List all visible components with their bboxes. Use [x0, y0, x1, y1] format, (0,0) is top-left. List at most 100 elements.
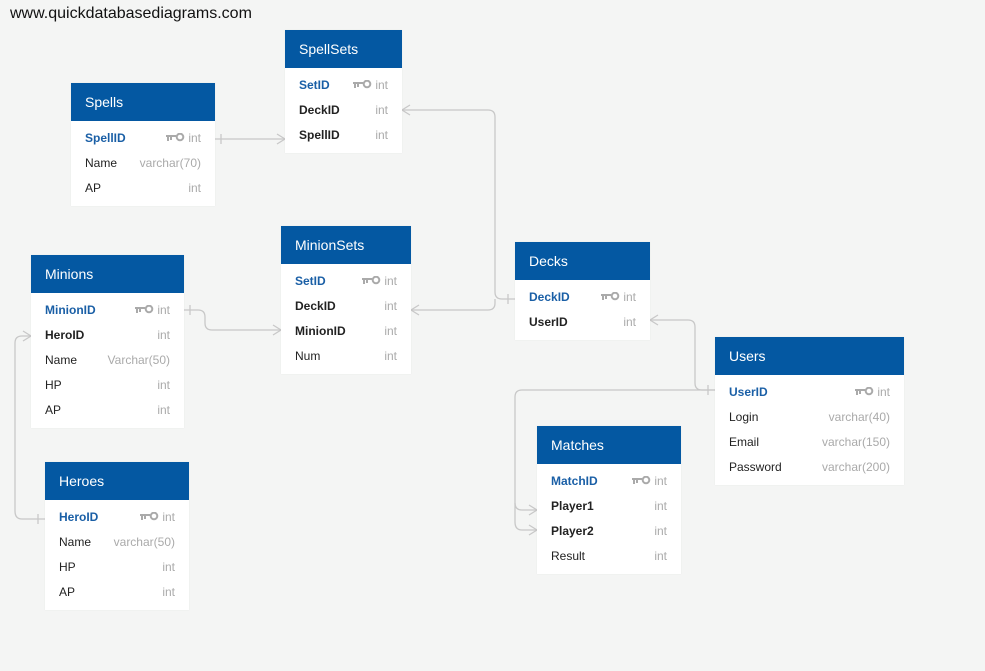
field-row[interactable]: Password varchar(200) [715, 455, 904, 480]
field-type: varchar(40) [828, 410, 890, 424]
field-name: SpellID [299, 128, 340, 142]
field-type: int [162, 585, 175, 599]
field-type: varchar(50) [113, 535, 175, 549]
table-title: SpellSets [285, 30, 402, 68]
field-row[interactable]: Player1 int [537, 494, 681, 519]
table-decks[interactable]: Decks DeckID int UserID int [515, 242, 650, 340]
field-type: int [654, 499, 667, 513]
table-minionsets[interactable]: MinionSets SetID int DeckID int MinionID… [281, 226, 411, 374]
table-spellsets[interactable]: SpellSets SetID int DeckID int SpellID i… [285, 30, 402, 153]
field-row[interactable]: HP int [45, 555, 189, 580]
field-name: MinionID [45, 303, 96, 317]
field-row[interactable]: Num int [281, 344, 411, 369]
field-type: int [654, 474, 667, 488]
field-row[interactable]: AP int [71, 176, 215, 201]
field-type: int [623, 315, 636, 329]
field-name: Num [295, 349, 321, 363]
field-row[interactable]: Login varchar(40) [715, 405, 904, 430]
primary-key-icon [632, 476, 651, 485]
field-name: SetID [299, 78, 330, 92]
field-name: UserID [529, 315, 568, 329]
field-type: int [157, 403, 170, 417]
field-row[interactable]: UserID int [715, 380, 904, 405]
table-title: MinionSets [281, 226, 411, 264]
field-row[interactable]: SpellID int [285, 123, 402, 148]
field-type: int [157, 378, 170, 392]
field-type: int [877, 385, 890, 399]
table-title: Matches [537, 426, 681, 464]
field-row[interactable]: MatchID int [537, 469, 681, 494]
table-minions[interactable]: Minions MinionID int HeroID int Name Var… [31, 255, 184, 428]
table-spells[interactable]: Spells SpellID int Name varchar(70) AP i… [71, 83, 215, 206]
field-type: varchar(200) [821, 460, 890, 474]
table-title: Heroes [45, 462, 189, 500]
field-type: int [188, 131, 201, 145]
field-row[interactable]: Email varchar(150) [715, 430, 904, 455]
field-name: UserID [729, 385, 768, 399]
field-name: Name [59, 535, 92, 549]
field-name: HeroID [59, 510, 99, 524]
field-name: Player2 [551, 524, 594, 538]
table-title: Spells [71, 83, 215, 121]
table-users[interactable]: Users UserID int Login varchar(40) Email… [715, 337, 904, 485]
field-row[interactable]: UserID int [515, 310, 650, 335]
table-title: Minions [31, 255, 184, 293]
field-row[interactable]: MinionID int [281, 319, 411, 344]
field-type: int [375, 128, 388, 142]
field-name: Login [729, 410, 759, 424]
field-type: int [375, 78, 388, 92]
primary-key-icon [135, 305, 154, 314]
watermark-text[interactable]: www.quickdatabasediagrams.com [10, 5, 252, 22]
table-heroes[interactable]: Heroes HeroID int Name varchar(50) HP in… [45, 462, 189, 610]
rel-minions-heroes [14, 335, 45, 520]
field-row[interactable]: Result int [537, 544, 681, 569]
field-row[interactable]: HeroID int [45, 505, 189, 530]
field-name: SetID [295, 274, 326, 288]
field-row[interactable]: SetID int [281, 269, 411, 294]
field-name: DeckID [299, 103, 340, 117]
field-type: int [157, 303, 170, 317]
field-name: AP [85, 181, 102, 195]
table-title: Users [715, 337, 904, 375]
field-row[interactable]: SpellID int [71, 126, 215, 151]
field-name: DeckID [529, 290, 570, 304]
field-type: int [188, 181, 201, 195]
field-type: varchar(150) [821, 435, 890, 449]
field-row[interactable]: DeckID int [285, 98, 402, 123]
field-row[interactable]: MinionID int [31, 298, 184, 323]
field-type: int [162, 510, 175, 524]
field-name: SpellID [85, 131, 126, 145]
field-row[interactable]: DeckID int [515, 285, 650, 310]
field-row[interactable]: HeroID int [31, 323, 184, 348]
field-row[interactable]: AP int [45, 580, 189, 605]
field-name: Player1 [551, 499, 594, 513]
field-type: int [375, 103, 388, 117]
field-name: Password [729, 460, 782, 474]
field-name: MinionID [295, 324, 346, 338]
field-name: Result [551, 549, 586, 563]
field-type: int [384, 274, 397, 288]
field-name: HeroID [45, 328, 85, 342]
field-type: int [654, 549, 667, 563]
field-row[interactable]: Name varchar(70) [71, 151, 215, 176]
field-row[interactable]: Name Varchar(50) [31, 348, 184, 373]
field-name: Name [45, 353, 78, 367]
field-name: MatchID [551, 474, 598, 488]
rel-matches-users [514, 389, 715, 511]
field-name: DeckID [295, 299, 336, 313]
field-row[interactable]: AP int [31, 398, 184, 423]
table-matches[interactable]: Matches MatchID int Player1 int Player2 … [537, 426, 681, 574]
primary-key-icon [362, 276, 381, 285]
field-row[interactable]: HP int [31, 373, 184, 398]
rel-minionsets-minions [184, 309, 281, 331]
field-row[interactable]: DeckID int [281, 294, 411, 319]
field-row[interactable]: Player2 int [537, 519, 681, 544]
field-row[interactable]: SetID int [285, 73, 402, 98]
field-name: HP [45, 378, 62, 392]
field-type: int [623, 290, 636, 304]
rel-decks-users [650, 319, 715, 391]
field-type: varchar(70) [139, 156, 201, 170]
field-type: int [157, 328, 170, 342]
field-row[interactable]: Name varchar(50) [45, 530, 189, 555]
